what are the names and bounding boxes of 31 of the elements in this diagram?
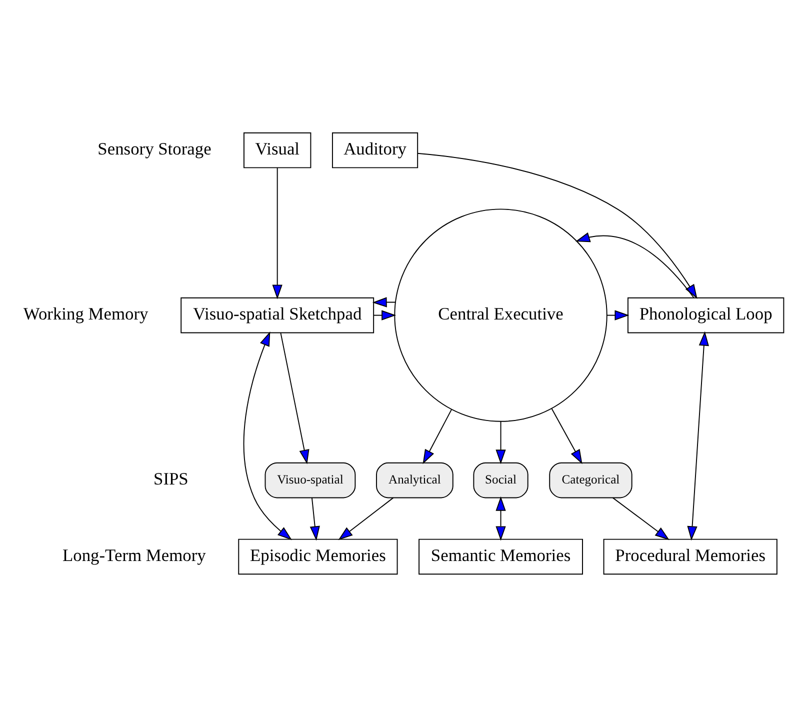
arrow: [551, 408, 582, 464]
arrow: [606, 310, 630, 320]
label: Working Memory: [23, 304, 148, 324]
label: Sensory Storage: [98, 138, 212, 159]
arrow: [687, 331, 709, 541]
arrow: [575, 232, 694, 298]
node-box: Visual: [243, 132, 312, 168]
node-box: Categorical: [549, 462, 632, 498]
arrow: [280, 332, 310, 464]
arrow: [272, 167, 282, 300]
arrow: [496, 420, 506, 464]
node-box: Analytical: [376, 462, 454, 498]
node-box: Visuo-spatial: [264, 462, 356, 498]
node-circle: Central Executive: [394, 208, 608, 422]
node-box: Social: [473, 462, 528, 498]
arrow: [373, 310, 396, 320]
node-box: Visuo-spatial Sketchpad: [180, 297, 374, 334]
arrow: [422, 409, 452, 464]
arrow: [612, 497, 670, 540]
node-box: Procedural Memories: [603, 538, 778, 575]
arrow: [338, 497, 394, 540]
arrow: [310, 497, 320, 541]
arrow: [243, 332, 292, 540]
node-box: Auditory: [332, 132, 418, 168]
node-box: Semantic Memories: [418, 538, 583, 575]
arrow: [496, 496, 506, 541]
label: Long-Term Memory: [62, 544, 206, 565]
node-box: Phonological Loop: [627, 297, 784, 334]
label: SIPS: [154, 468, 188, 489]
node-box: Episodic Memories: [238, 538, 398, 575]
arrow: [417, 152, 698, 299]
